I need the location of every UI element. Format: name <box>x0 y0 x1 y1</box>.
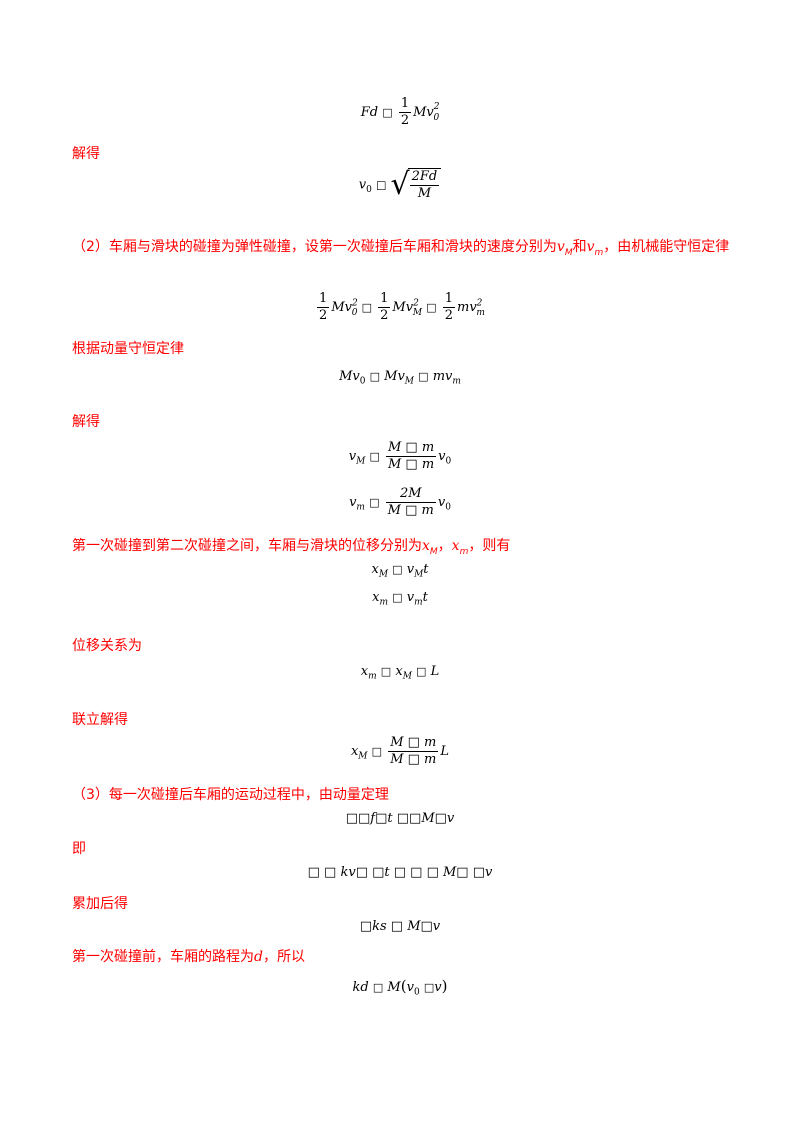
text-namely: 即 <box>72 841 86 857</box>
text-combine: 联立解得 <box>72 712 128 728</box>
text-first-collision: 第一次碰撞前，车厢的路程为d，所以 <box>72 949 305 965</box>
text-relation: 位移关系为 <box>72 638 142 654</box>
eq-term: Fd <box>360 105 379 120</box>
text-solve-1: 解得 <box>72 146 100 162</box>
eq-operator: □ <box>375 178 387 192</box>
text-part-2: （2）车厢与滑块的碰撞为弹性碰撞，设第一次碰撞后车厢和滑块的速度分别为vM和vm… <box>72 239 730 258</box>
text-momentum: 根据动量守恒定律 <box>72 341 184 357</box>
equation-impulse-expanded: □ □ kv□ □t □ □ □ M□ □v <box>307 865 493 880</box>
equation-xM: xM □ vMt <box>371 562 429 580</box>
equation-xm: xm □ vmt <box>372 590 428 608</box>
equation-relation: xm □ xM □ L <box>360 664 440 682</box>
text-accumulate: 累加后得 <box>72 896 128 912</box>
eq-operator: □ <box>382 106 393 119</box>
text-part-3: （3）每一次碰撞后车厢的运动过程中，由动量定理 <box>72 787 389 803</box>
equation-first-collision: kd □ M(v0 □v) <box>352 977 448 998</box>
equation-impulse: □□f□t □□M□v <box>345 811 455 826</box>
equation-accumulated: □ks □ M□v <box>359 919 441 934</box>
text-displacement: 第一次碰撞到第二次碰撞之间，车厢与滑块的位移分别为xM，xm，则有 <box>72 538 511 557</box>
equation-momentum: Mv0 □ MvM □ mvm <box>339 369 461 387</box>
text-solve-2: 解得 <box>72 414 100 430</box>
eq-term: Mv <box>413 105 434 120</box>
